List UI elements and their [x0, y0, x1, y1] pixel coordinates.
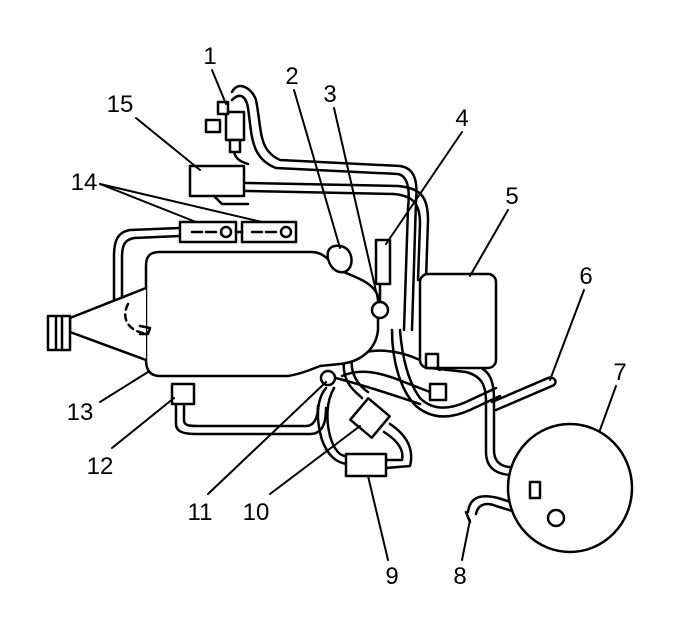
callout-5: 5 [505, 183, 518, 210]
callout-2: 2 [285, 63, 298, 90]
callout-7: 7 [613, 359, 626, 386]
leader-10 [269, 425, 361, 495]
component-3-fitting [370, 282, 390, 320]
hose [316, 386, 348, 466]
callout-13: 13 [67, 399, 94, 426]
component-11-fitting [319, 369, 337, 387]
component-2-fitting [326, 244, 353, 274]
leader-8 [461, 519, 471, 561]
component-9-solenoid [344, 452, 388, 478]
leader-14a [99, 183, 197, 223]
hose [120, 234, 182, 298]
leader-2 [293, 89, 341, 249]
component-5-canister [418, 272, 498, 402]
component-7-brake-booster [506, 422, 634, 554]
leader-13 [99, 371, 149, 403]
hose [390, 328, 502, 418]
callout-15: 15 [107, 91, 134, 118]
leader-3 [333, 107, 379, 301]
hose [340, 370, 432, 394]
intake-manifold [46, 250, 380, 378]
component-14-sensors [178, 220, 298, 244]
callout-10: 10 [243, 499, 270, 526]
leader-5 [469, 209, 509, 277]
leader-lines [99, 69, 617, 561]
hose [326, 374, 422, 406]
leader-9 [367, 475, 389, 561]
hose [490, 376, 554, 412]
callout-9: 9 [385, 563, 398, 590]
component-4-sensor [374, 238, 392, 286]
component-10-valve [349, 397, 391, 439]
leader-4 [385, 131, 463, 245]
leader-12 [111, 397, 175, 449]
callout-11: 11 [188, 499, 213, 526]
leader-7 [599, 385, 617, 431]
component-1-valve [204, 100, 250, 166]
component-15-solenoid [188, 164, 250, 206]
hose [384, 422, 413, 470]
hose [428, 366, 532, 477]
leader-11 [207, 381, 327, 495]
component-12-sensor [170, 382, 196, 406]
hose [382, 430, 404, 462]
hose [230, 84, 418, 332]
hose [466, 495, 552, 516]
callout-8: 8 [453, 563, 466, 590]
hose [428, 358, 532, 469]
callout-labels: 1 2 3 4 5 6 7 8 9 10 11 12 13 14 15 [67, 43, 627, 590]
hose [474, 502, 550, 524]
hose [244, 181, 430, 282]
leader-1 [211, 69, 227, 105]
hose [546, 376, 557, 388]
callout-3: 3 [323, 81, 336, 108]
callout-6: 6 [579, 263, 592, 290]
hose [182, 400, 320, 428]
leader-6 [549, 289, 585, 381]
leader-15 [135, 117, 201, 171]
callout-14: 14 [71, 169, 98, 196]
hose [326, 386, 348, 458]
callout-12: 12 [87, 453, 114, 480]
callout-4: 4 [455, 105, 468, 132]
callout-1: 1 [203, 43, 216, 70]
leader-14b [99, 183, 263, 223]
hose [174, 400, 328, 436]
